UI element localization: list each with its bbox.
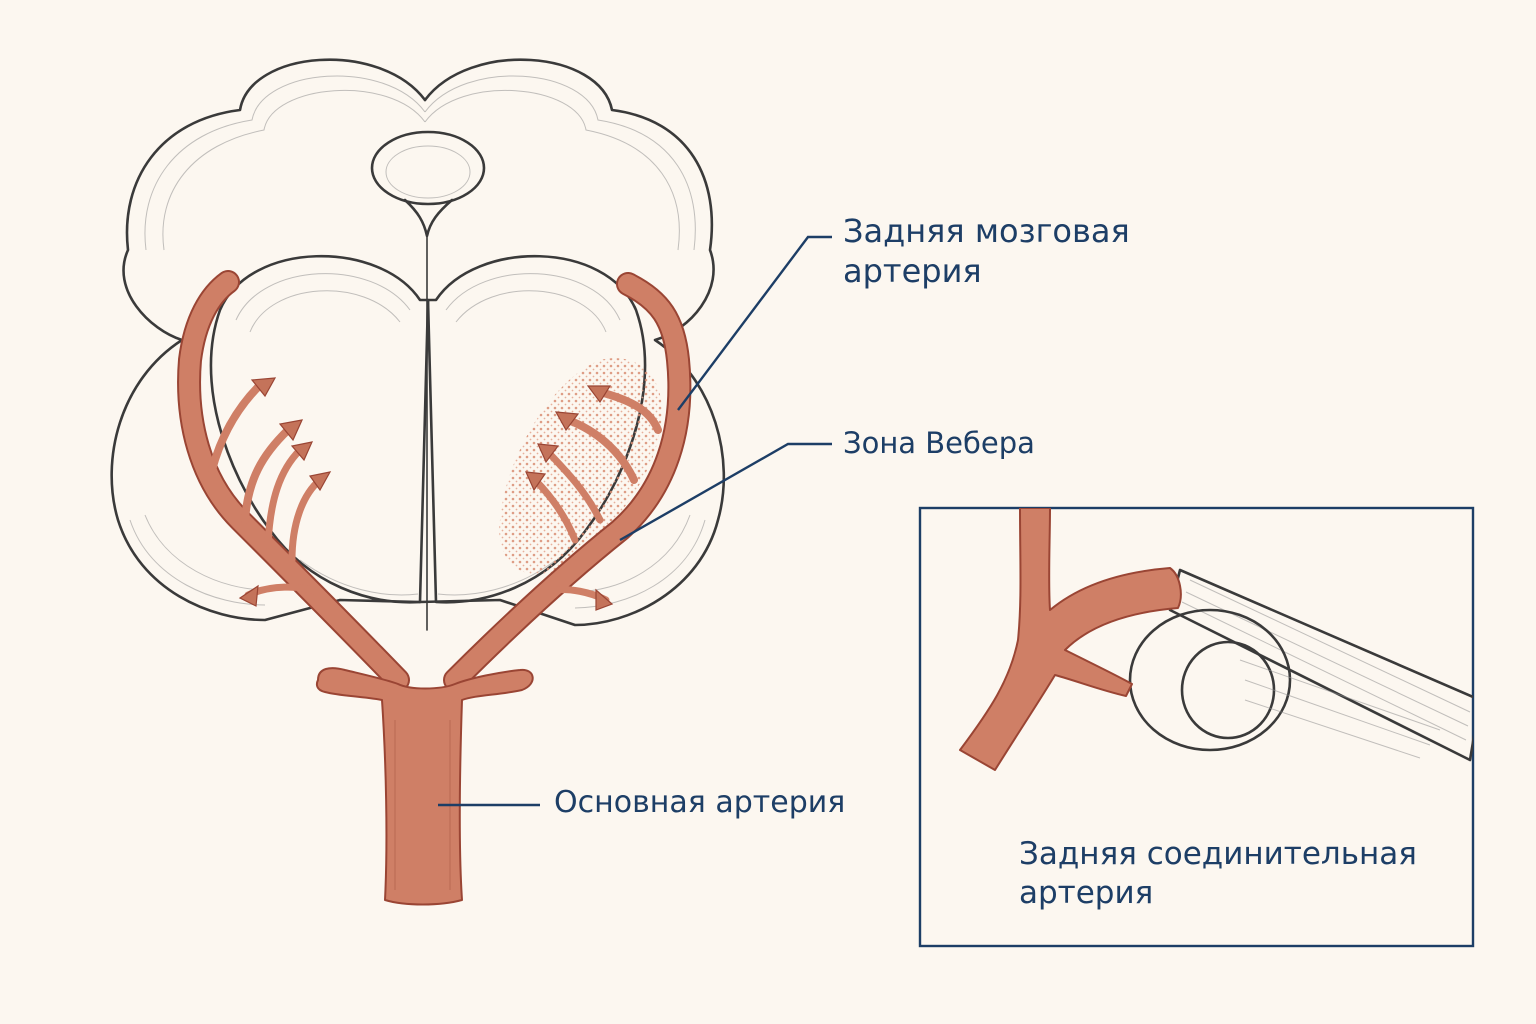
weber-zone — [499, 358, 662, 575]
basilar-artery — [315, 667, 534, 906]
label-pca-line2: артерия — [843, 252, 982, 290]
label-weber-text: Зона Вебера — [843, 426, 1035, 460]
label-pcom-line2: артерия — [1019, 874, 1154, 911]
inset-panel — [918, 506, 1475, 948]
label-basilar-artery: Основная артерия — [554, 784, 845, 822]
cerebellum-outline — [110, 58, 726, 627]
posterior-cerebral-arteries — [177, 270, 692, 692]
label-posterior-communicating-artery: Задняя соединительная артерия — [1019, 835, 1417, 913]
label-pcom-line1: Задняя соединительная — [1019, 836, 1417, 872]
aqueduct — [370, 130, 486, 631]
label-posterior-cerebral-artery: Задняя мозговая артерия — [843, 211, 1130, 291]
label-pca-line1: Задняя мозговая — [843, 212, 1130, 250]
label-basilar-text: Основная артерия — [554, 785, 846, 820]
label-weber-zone: Зона Вебера — [843, 425, 1035, 461]
